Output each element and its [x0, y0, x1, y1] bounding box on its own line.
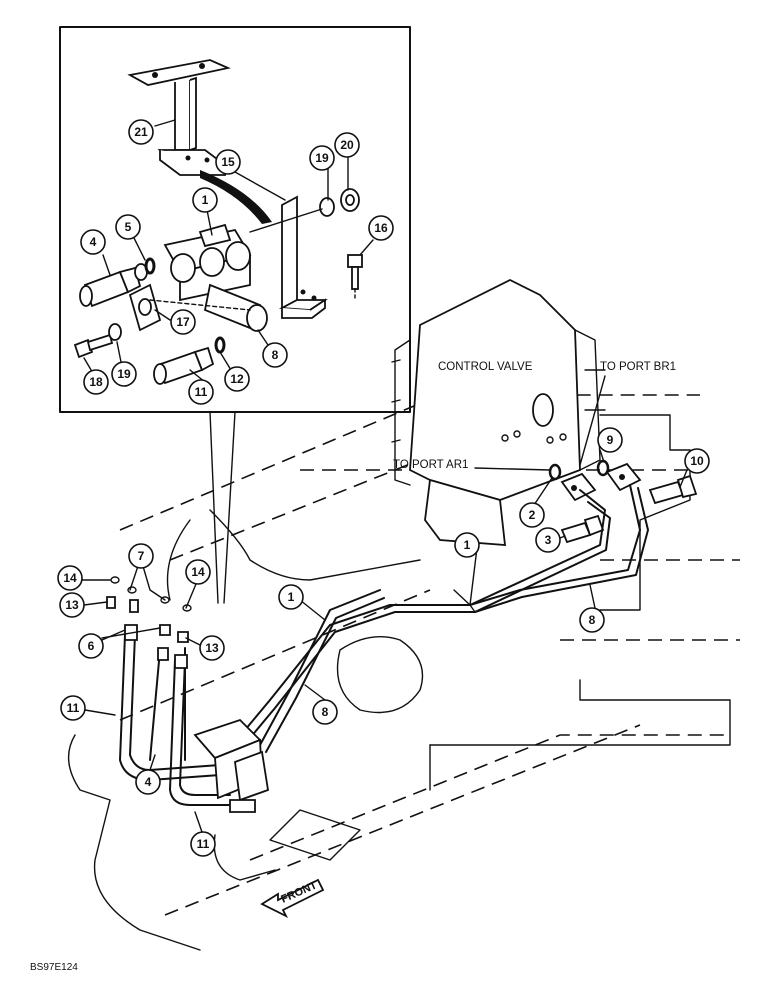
svg-text:13: 13: [205, 641, 219, 655]
fitting-part-4: [79, 263, 148, 308]
callout-9: 9: [597, 427, 623, 453]
callout-15: 15: [215, 149, 241, 175]
svg-text:8: 8: [589, 613, 596, 627]
callout-6: 6: [78, 633, 104, 659]
svg-text:12: 12: [230, 372, 244, 386]
leader-lines: [79, 119, 688, 833]
callout-13-a: 13: [59, 592, 85, 618]
callout-8-inset: 8: [262, 342, 288, 368]
washer-part-19: [108, 323, 122, 341]
svg-text:6: 6: [88, 639, 95, 653]
bolt-part-3: [560, 514, 605, 544]
svg-text:11: 11: [197, 837, 210, 851]
callout-1-inset: 1: [192, 187, 218, 213]
callout-16: 16: [368, 215, 394, 241]
svg-text:1: 1: [464, 538, 471, 552]
svg-text:13: 13: [65, 598, 79, 612]
clamp-part-17: [128, 283, 251, 332]
svg-text:10: 10: [690, 454, 704, 468]
assembly-arrow: [200, 170, 272, 224]
callout-3: 3: [535, 527, 561, 553]
svg-text:5: 5: [125, 220, 132, 234]
label-to-port-br1: TO PORT BR1: [600, 361, 676, 373]
o-ring-part-9: [596, 459, 610, 477]
svg-text:4: 4: [90, 235, 97, 249]
pipe-part-8: [259, 484, 649, 753]
svg-text:4: 4: [145, 775, 152, 789]
svg-text:21: 21: [134, 125, 148, 139]
callout-10: 10: [684, 448, 710, 474]
flange-br1: [605, 462, 642, 492]
svg-text:16: 16: [374, 221, 388, 235]
control-valve: [391, 278, 606, 546]
label-control-valve: CONTROL VALVE: [438, 361, 533, 373]
bolt-part-10: [648, 474, 698, 505]
callout-5: 5: [115, 214, 141, 240]
svg-text:11: 11: [67, 701, 80, 715]
callout-4-main: 4: [135, 769, 161, 795]
svg-text:3: 3: [545, 533, 552, 547]
svg-text:17: 17: [176, 315, 190, 329]
callout-2: 2: [519, 502, 545, 528]
svg-text:15: 15: [221, 155, 235, 169]
o-ring-part-5: [144, 257, 156, 275]
callout-12: 12: [224, 366, 250, 392]
svg-text:19: 19: [117, 367, 131, 381]
svg-text:9: 9: [607, 433, 614, 447]
washer-and-nut: [249, 188, 360, 233]
front-arrow: FRONT: [260, 878, 325, 919]
svg-text:1: 1: [202, 193, 209, 207]
svg-text:2: 2: [529, 508, 536, 522]
callout-21: 21: [128, 119, 154, 145]
bolt-part-18: [73, 333, 114, 359]
swivel-block: [193, 718, 270, 813]
detail-inset: [59, 26, 411, 604]
svg-text:11: 11: [195, 385, 208, 399]
callout-17: 17: [170, 309, 196, 335]
svg-text:8: 8: [322, 705, 329, 719]
svg-text:14: 14: [63, 571, 77, 585]
callout-7: 7: [128, 543, 154, 569]
o-ring-part-2: [548, 463, 562, 481]
svg-text:8: 8: [272, 348, 279, 362]
label-to-port-ar1: TO PORT AR1: [393, 459, 468, 471]
callout-11-inset: 11: [188, 379, 214, 405]
callout-1-main-a: 1: [454, 532, 480, 558]
svg-text:14: 14: [191, 565, 205, 579]
callout-8-main-b: 8: [312, 699, 338, 725]
svg-text:18: 18: [89, 375, 103, 389]
callout-18: 18: [83, 369, 109, 395]
callout-11-main-a: 11: [60, 695, 86, 721]
figure-code: BS97E124: [30, 962, 78, 973]
fitting-part-11: [153, 346, 215, 385]
fitting-group: [106, 576, 192, 669]
flange-ar1: [560, 472, 597, 502]
pipe-part-1: [244, 489, 611, 739]
svg-text:20: 20: [340, 138, 354, 152]
callout-19-inset-a: 19: [309, 145, 335, 171]
callout-1-main-b: 1: [278, 584, 304, 610]
callout-4-inset: 4: [80, 229, 106, 255]
callout-14-b: 14: [185, 559, 211, 585]
callout-19-inset-b: 19: [111, 361, 137, 387]
callout-13-b: 13: [199, 635, 225, 661]
bolt-part-16: [347, 254, 363, 301]
callout-14-a: 14: [57, 565, 83, 591]
o-ring-part-12: [214, 336, 226, 354]
svg-text:1: 1: [288, 590, 295, 604]
svg-text:19: 19: [315, 151, 329, 165]
plate-part-15: [278, 195, 328, 319]
callout-20: 20: [334, 132, 360, 158]
callout-11-main-b: 11: [190, 831, 216, 857]
bracket-part-21: [127, 59, 231, 176]
svg-text:7: 7: [138, 549, 145, 563]
callout-8-main-a: 8: [579, 607, 605, 633]
